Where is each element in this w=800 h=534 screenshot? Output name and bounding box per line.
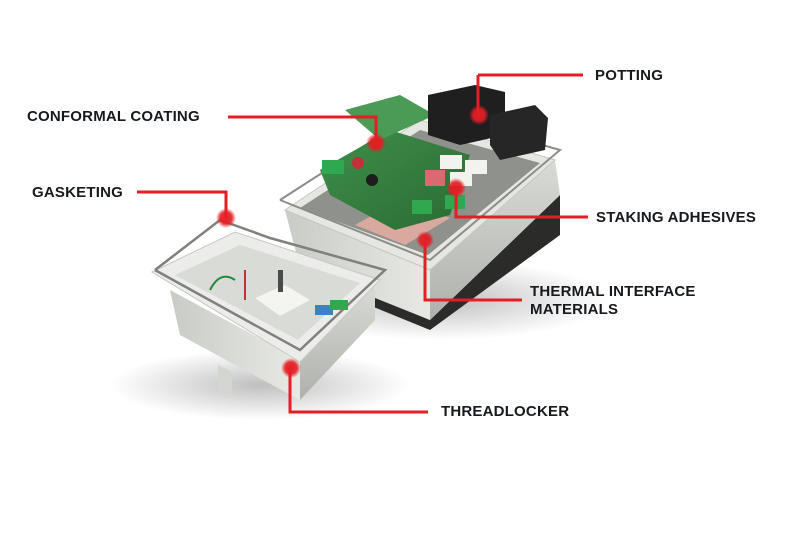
potting-marker-icon: [469, 105, 489, 125]
small-enclosure: [150, 218, 388, 400]
callout-label-thermal-interface-materials: THERMAL INTERFACE MATERIALS: [530, 283, 696, 319]
callout-label-line2: MATERIALS: [530, 301, 619, 318]
threadlocker-marker-icon: [281, 358, 301, 378]
thermal-interface-leader: [423, 240, 522, 302]
gasketing-leader: [137, 190, 228, 218]
callout-label-conformal-coating: CONFORMAL COATING: [27, 108, 200, 125]
thermal-interface-marker-icon: [416, 231, 434, 249]
callout-label-potting: POTTING: [595, 67, 664, 84]
conformal-coating-leader: [228, 115, 378, 142]
callout-label-line1: THERMAL INTERFACE: [530, 283, 696, 300]
callout-markers: [216, 105, 489, 378]
shadow: [110, 350, 410, 420]
threadlocker-leader: [288, 368, 428, 414]
staking-adhesives-marker-icon: [446, 178, 466, 198]
pcb-assembly: [320, 95, 487, 230]
callout-label-staking-adhesives: STAKING ADHESIVES: [596, 209, 757, 226]
gasketing-marker-icon: [216, 208, 236, 228]
potting-modules: [428, 85, 548, 160]
callout-label-gasketing: GASKETING: [32, 184, 123, 201]
staking-adhesives-leader: [454, 190, 588, 219]
conformal-coating-marker-icon: [366, 133, 386, 153]
callout-label-threadlocker: THREADLOCKER: [441, 403, 570, 420]
